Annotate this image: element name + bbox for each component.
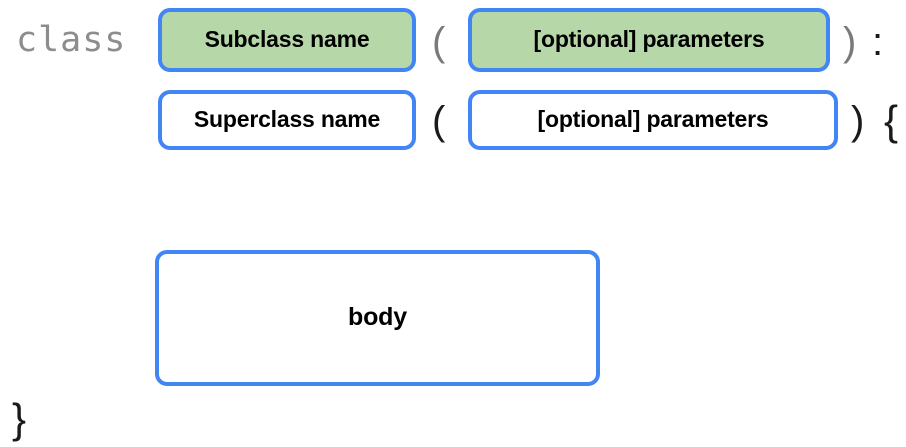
subclass-parameters-label: [optional] parameters [533,26,765,53]
body-label: body [348,303,407,332]
row2-close-paren: ) [851,99,865,143]
superclass-parameters-label: [optional] parameters [537,106,769,133]
subclass-name-label: Subclass name [204,26,370,53]
row1-colon: : [872,20,884,64]
subclass-name-box[interactable]: Subclass name [158,8,416,72]
superclass-parameters-box[interactable]: [optional] parameters [468,90,838,150]
body-box[interactable]: body [155,250,600,386]
row1-close-paren: ) [843,20,857,64]
subclass-parameters-box[interactable]: [optional] parameters [468,8,830,72]
close-brace: } [12,395,27,442]
class-keyword: class [16,20,127,60]
row2-open-paren: ( [432,99,446,143]
row1-open-paren: ( [432,20,446,64]
open-brace: { [884,97,899,144]
superclass-name-label: Superclass name [193,106,381,133]
superclass-name-box[interactable]: Superclass name [158,90,416,150]
